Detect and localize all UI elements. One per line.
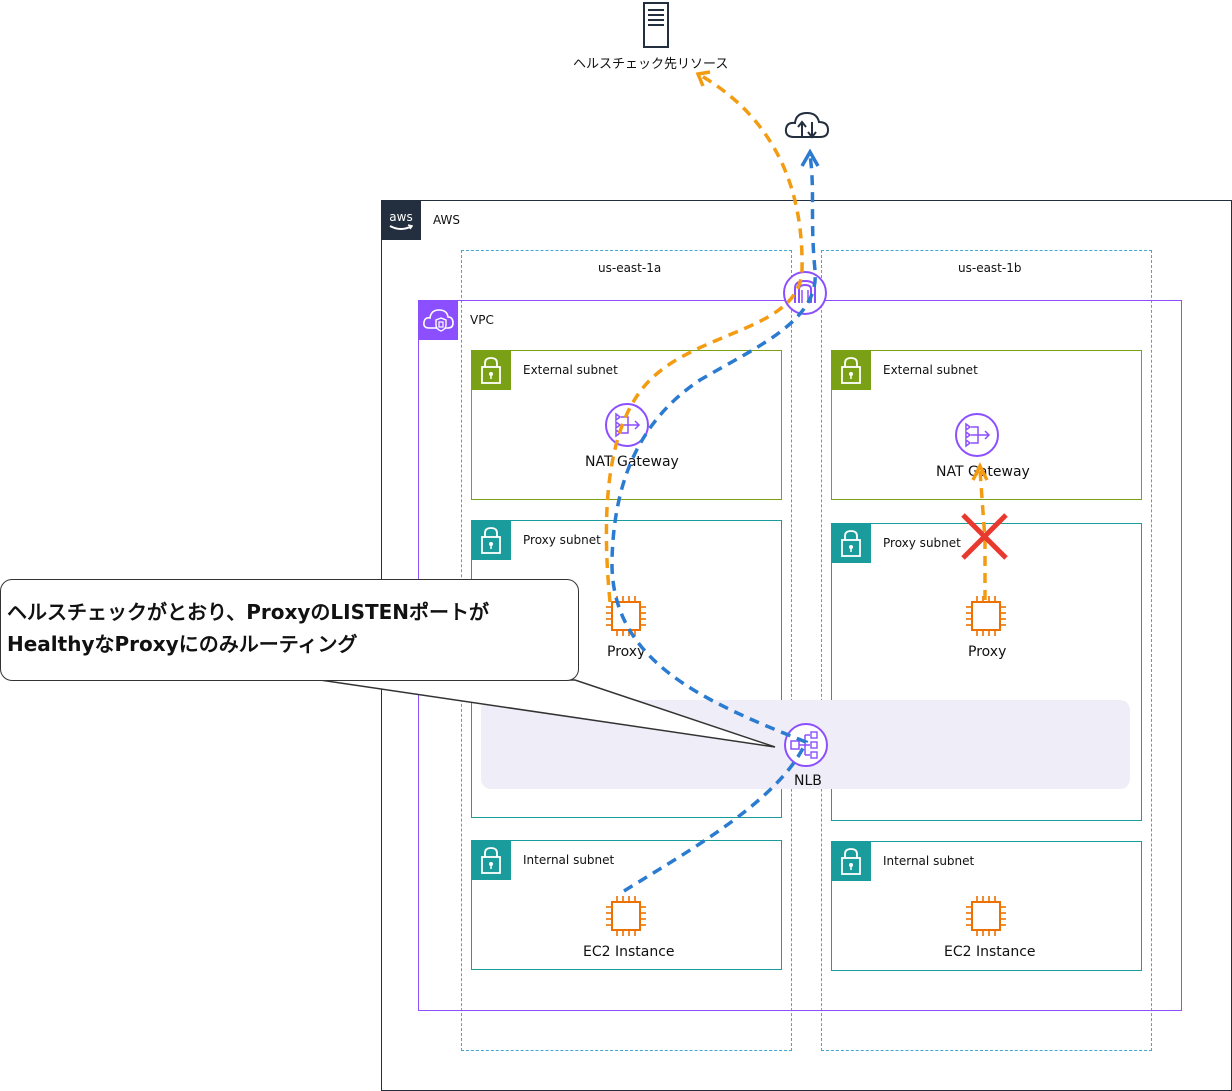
ec2-instance-icon: [603, 593, 649, 639]
internal-subnet-a: [471, 840, 782, 970]
proxy-a-label: Proxy: [607, 644, 646, 660]
internal-subnet-b: [831, 841, 1142, 971]
lock-icon: [471, 840, 511, 880]
lock-icon: [831, 350, 871, 390]
nat-gateway-icon: [954, 412, 1000, 458]
ec2-instance-b-label: EC2 Instance: [944, 944, 1036, 960]
external-subnet-a: [471, 350, 782, 500]
external-subnet-a-label: External subnet: [523, 363, 618, 377]
external-subnet-b: [831, 350, 1142, 500]
proxy-subnet-b: [831, 523, 1142, 821]
server-icon: [642, 2, 670, 48]
internal-subnet-a-label: Internal subnet: [523, 853, 615, 867]
az-us-east-1a-label: us-east-1a: [598, 261, 662, 275]
nat-gateway-icon: [604, 402, 650, 448]
internet-gateway-cloud-icon: [784, 110, 830, 142]
proxy-subnet-b-label: Proxy subnet: [883, 536, 961, 550]
ec2-instance-icon: [963, 893, 1009, 939]
callout-pointer: [319, 679, 776, 748]
svg-text:aws: aws: [389, 210, 412, 224]
failure-x-icon: [961, 513, 1008, 560]
callout-box: ヘルスチェックがとおり、ProxyのLISTENポートが HealthyなPro…: [0, 579, 579, 681]
vpc-icon: [418, 300, 458, 340]
ec2-instance-icon: [603, 893, 649, 939]
lock-icon: [831, 523, 871, 563]
aws-logo-icon: aws: [381, 200, 421, 240]
vpc-label: VPC: [470, 313, 494, 327]
internal-subnet-b-label: Internal subnet: [883, 854, 975, 868]
nlb-icon: [783, 722, 829, 768]
nat-gateway-a-label: NAT Gateway: [585, 454, 679, 470]
proxy-b-label: Proxy: [968, 644, 1007, 660]
az-us-east-1b: [821, 250, 1152, 1051]
az-us-east-1b-label: us-east-1b: [958, 261, 1022, 275]
traffic-path: [610, 154, 817, 893]
lock-icon: [471, 350, 511, 390]
nlb-label: NLB: [794, 773, 822, 789]
callout-line-2: HealthyなProxyにのみルーティング: [7, 632, 358, 656]
health-check-arrow-head: [695, 70, 711, 87]
lock-icon: [831, 841, 871, 881]
traffic-arrow-head: [800, 148, 820, 167]
aws-label: AWS: [433, 213, 461, 227]
health-check-path-a: [604, 73, 804, 603]
health-check-arrow-head: [971, 462, 989, 481]
callout-line-1: ヘルスチェックがとおり、ProxyのLISTENポートが: [7, 600, 490, 624]
proxy-subnet-a-label: Proxy subnet: [523, 533, 601, 547]
lock-icon: [471, 520, 511, 560]
target-label: ヘルスチェック先リソース: [573, 57, 729, 72]
ec2-instance-a-label: EC2 Instance: [583, 944, 675, 960]
ec2-instance-icon: [963, 593, 1009, 639]
external-subnet-b-label: External subnet: [883, 363, 978, 377]
